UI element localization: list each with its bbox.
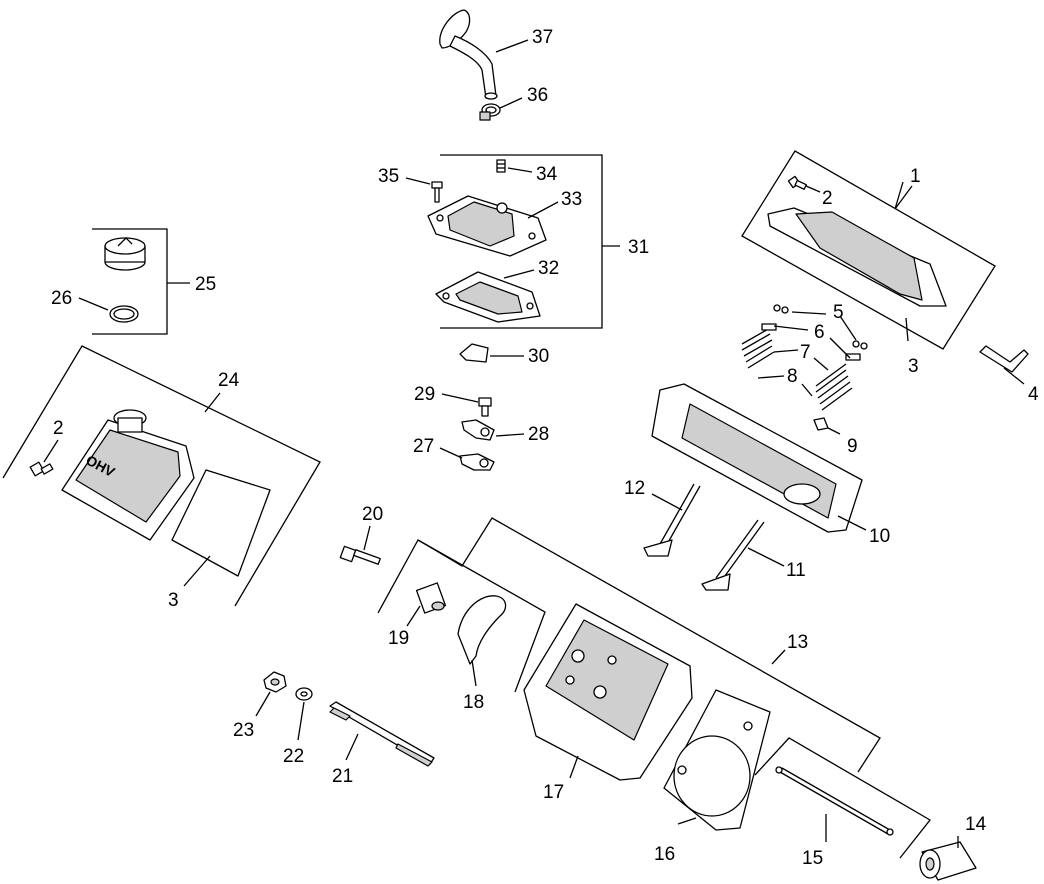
stud-part: [329, 701, 435, 767]
push-rod-part: [775, 766, 894, 836]
callout-14: 14: [965, 814, 987, 835]
callout-18: 18: [463, 692, 484, 713]
bracket-24: [2, 345, 321, 607]
callout-31: 31: [628, 237, 649, 258]
keeper-part: [852, 340, 860, 348]
terminal-part: [461, 419, 495, 441]
valve-part: [701, 519, 765, 591]
keeper-part: [781, 306, 789, 314]
keeper-part: [860, 342, 868, 350]
breather-gasket-part: [435, 271, 541, 323]
nut-part: [263, 671, 287, 693]
valve-part: [643, 483, 701, 557]
screw-part: [29, 461, 54, 477]
breather-valve-part: [415, 582, 447, 614]
callout-7: 7: [800, 342, 811, 363]
callout-29: 29: [414, 384, 435, 405]
callout-10: 10: [869, 526, 890, 547]
callout-23: 23: [233, 720, 254, 741]
screw-part: [431, 181, 443, 203]
leader-lines: [43, 39, 1025, 848]
breather-cover-part: [427, 195, 547, 257]
callout-33: 33: [561, 189, 582, 210]
bracket-13: [377, 517, 881, 773]
bracket-25: [92, 228, 168, 335]
stem-seal-part: [813, 417, 829, 431]
callout-32: 32: [538, 258, 559, 279]
callout-6: 6: [814, 322, 825, 343]
callout-16: 16: [654, 844, 675, 865]
callout-28: 28: [528, 424, 549, 445]
callout-9: 9: [847, 436, 858, 457]
screw-part: [478, 397, 492, 417]
callout-12: 12: [624, 478, 645, 499]
callout-4: 4: [1028, 384, 1039, 405]
callout-22: 22: [283, 746, 304, 767]
bolt-part: [339, 545, 381, 565]
cylinder-head-part: [651, 383, 863, 533]
callout-3: 3: [908, 356, 919, 377]
reed-part: [459, 343, 489, 363]
callout-8: 8: [787, 366, 798, 387]
bracket-1: [741, 150, 996, 350]
valve-cover-part: OHV: [61, 409, 195, 541]
callout-20: 20: [362, 504, 383, 525]
oil-fill-cap-part: [104, 237, 146, 271]
callout-37: 37: [532, 27, 553, 48]
valve-cover-gasket-part: [171, 469, 271, 577]
cylinder-head-main-part: [523, 603, 693, 781]
rocker-cover-part: [767, 207, 947, 307]
callout-34: 34: [536, 164, 558, 185]
lifter-part: [919, 841, 977, 881]
rocker-part: [457, 595, 507, 665]
callout-35: 35: [378, 166, 399, 187]
callout-2b: 2: [53, 418, 64, 439]
hose-clamp-part: [479, 103, 501, 121]
bracket-15: [754, 737, 931, 859]
callout-2: 2: [822, 188, 833, 209]
bracket-part: [979, 345, 1029, 373]
callout-26: 26: [51, 288, 72, 309]
head-gasket-part: [663, 689, 771, 831]
valve-spring-part: [815, 353, 861, 411]
callout-36: 36: [527, 85, 548, 106]
callout-25: 25: [195, 274, 216, 295]
valve-spring-part: [741, 323, 777, 369]
callout-5: 5: [833, 302, 844, 323]
screw-part: [787, 175, 807, 190]
terminal-part: [459, 453, 495, 471]
callout-17: 17: [543, 782, 564, 803]
callout-11: 11: [786, 560, 806, 581]
callout-27: 27: [413, 436, 434, 457]
callout-13: 13: [787, 632, 808, 653]
o-ring-part: [109, 305, 139, 323]
callout-3b: 3: [168, 590, 179, 611]
bracket-31: [440, 154, 603, 329]
callout-21: 21: [332, 766, 353, 787]
callout-30: 30: [528, 346, 549, 367]
callout-15: 15: [802, 848, 823, 869]
callout-19: 19: [388, 628, 409, 649]
breather-tube-part: [439, 9, 498, 100]
keeper-part: [773, 304, 781, 312]
plug-part: [496, 159, 506, 173]
callout-1: 1: [910, 166, 921, 187]
callout-24: 24: [218, 370, 240, 391]
washer-part: [295, 687, 313, 701]
callout-labels: 1 2 3 4 5 6 7 8 9 10 11 12 13 14 15 16 1…: [51, 27, 1039, 869]
